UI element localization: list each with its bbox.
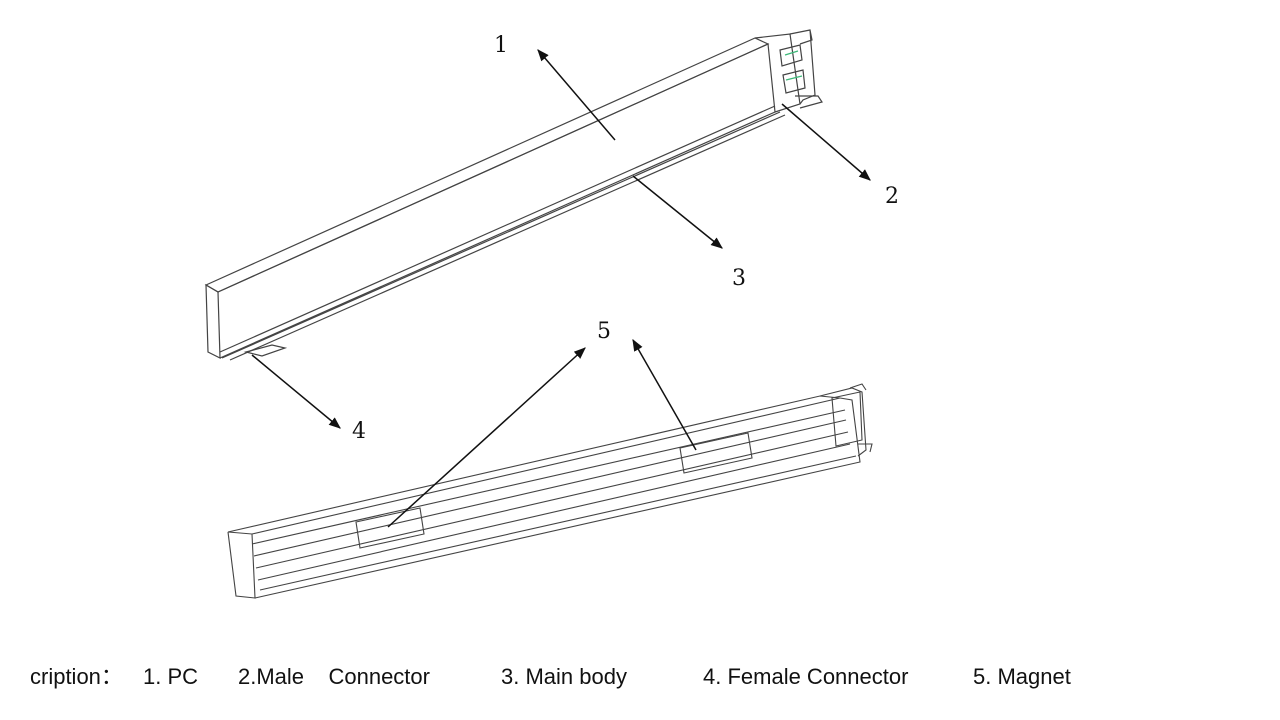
caption-item-3: 3. Main body [501,664,627,689]
female-connector-tab [243,344,288,357]
arrow-2 [781,103,871,181]
arrow-3 [632,175,723,249]
leader-arrows [251,49,871,528]
arrow-5a [387,347,586,528]
caption-item-5: 5. Magnet [973,664,1071,689]
callout-3: 3 [732,266,746,291]
caption-item-1: 1. PC [143,664,199,689]
arrow-1 [537,49,616,141]
magnet-right [679,432,753,474]
caption-item-4: 4. Female Connector [703,664,909,689]
callout-4: 4 [352,419,366,444]
arrow-5b [632,338,697,451]
main-body-front [205,283,221,359]
callout-5: 5 [597,319,611,344]
callout-2: 2 [885,184,899,209]
pc-cover [204,37,770,293]
exploded-diagram [204,29,873,599]
callout-1: 1 [494,33,508,58]
upper-light-bar [204,29,823,361]
caption-prefix: cription： [30,664,123,689]
magnet-left [355,507,425,549]
lower-light-bar [227,383,873,599]
caption-item-2: 2.Male Connector [238,664,430,689]
arrow-4 [251,354,341,429]
